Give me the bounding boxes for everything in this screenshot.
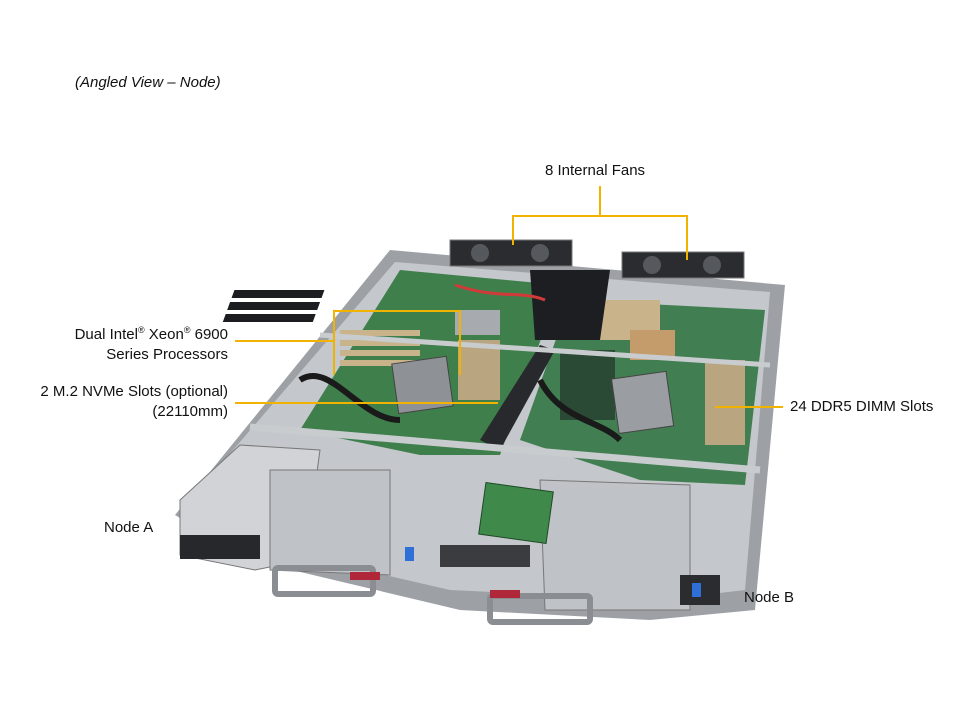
node-b-label: Node B <box>744 589 795 606</box>
riser-cage-node-a <box>269 469 391 576</box>
fans-label: 8 Internal Fans <box>545 162 646 179</box>
processors-label: Dual Intel® Xeon® 6900 Series Processors <box>74 325 228 363</box>
processors-bracket <box>333 310 461 375</box>
pull-handle-a <box>272 565 376 597</box>
processors-line2: Series Processors <box>106 346 228 363</box>
fan-module-left <box>449 239 573 267</box>
dimm-label: 24 DDR5 DIMM Slots <box>790 398 934 415</box>
figure-caption: (Angled View – Node) <box>75 74 221 91</box>
network-ports <box>440 545 530 567</box>
usb-port-b <box>692 583 701 597</box>
cpu-socket-a <box>391 355 454 415</box>
air-shroud-center <box>530 270 610 340</box>
cpu-heatsink-a <box>455 310 500 335</box>
nvme-line1: 2 M.2 NVMe Slots (optional) <box>40 383 228 400</box>
center-divider <box>480 345 555 450</box>
nvme-line2: (22110mm) <box>152 403 228 420</box>
processors-brand: Dual Intel <box>74 326 138 343</box>
riser-cage-node-b <box>539 479 691 611</box>
cpu-socket-b <box>610 370 675 435</box>
nvme-label: 2 M.2 NVMe Slots (optional) (22110mm) <box>20 382 228 422</box>
usb-port-a <box>405 547 414 561</box>
processors-model: 6900 <box>190 326 228 343</box>
pcie-card <box>478 481 554 545</box>
front-panel-node-a <box>180 535 260 559</box>
release-tab-a <box>350 572 380 580</box>
fan-module-right <box>621 251 745 279</box>
node-a-label: Node A <box>104 519 154 536</box>
pull-handle-b <box>487 593 593 625</box>
processors-xeon: Xeon <box>144 326 184 343</box>
release-tab-b <box>490 590 520 598</box>
dimm-slots-node-a <box>222 290 500 400</box>
